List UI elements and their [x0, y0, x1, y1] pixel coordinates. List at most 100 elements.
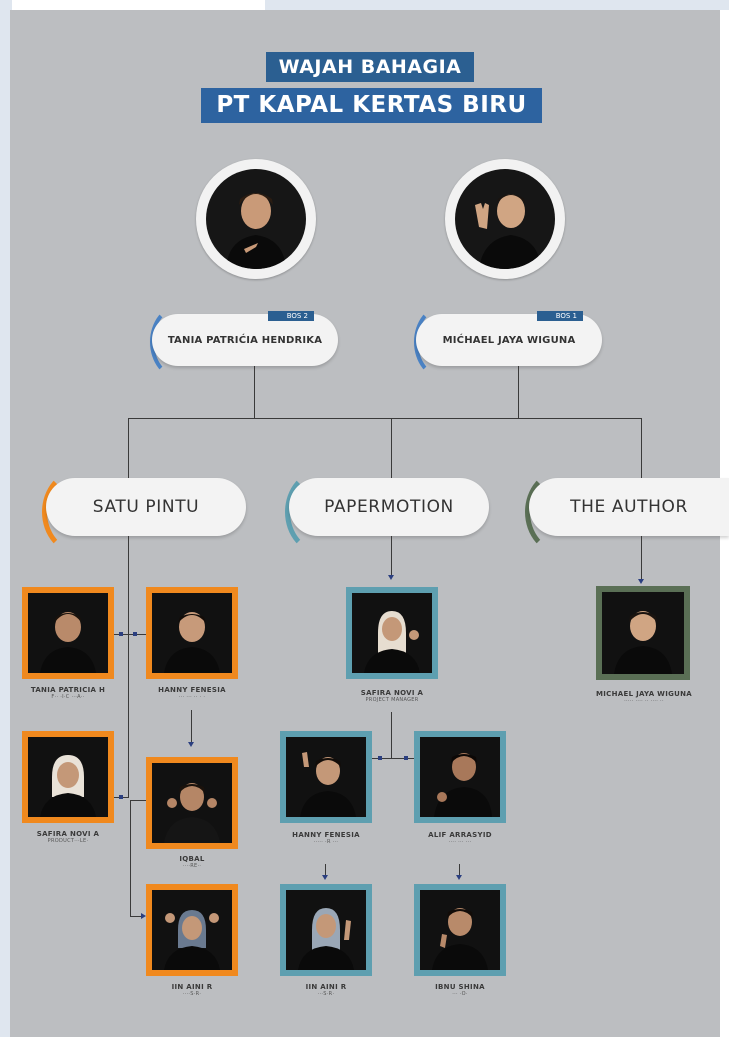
person-silhouette-icon: [364, 611, 420, 673]
arrow-down-icon: [188, 742, 194, 747]
member-name: IIN AINI R: [305, 983, 347, 991]
member-role: ··· ··· ·· · ·: [178, 694, 206, 700]
member-caption: SAFIRA NOVI A PRODUCT···LE·: [10, 830, 126, 844]
poster-title-line1: WAJAH BAHAGIA: [266, 52, 474, 82]
arrow-down-icon: [456, 875, 462, 880]
connector-line: [391, 418, 392, 478]
member-role: ····· ·R ···: [313, 839, 339, 845]
member-name: HANNY FENESIA: [292, 831, 360, 839]
member-name: ALIF ARRASYID: [428, 831, 492, 839]
connector-line: [128, 418, 129, 478]
person-silhouette-icon: [164, 783, 220, 843]
member-photo: [146, 757, 238, 849]
person-silhouette-icon: [300, 752, 356, 817]
person-silhouette-icon: [434, 753, 492, 817]
connector-line: [130, 800, 131, 916]
group-pill-the-author: THE AUTHOR: [529, 478, 729, 536]
member-role: ··· ·O·: [452, 991, 468, 997]
connector-line: [128, 536, 129, 798]
connector-dot: [119, 795, 123, 799]
member-photo: [280, 731, 372, 823]
member-caption: IIN AINI R ···S·R·: [268, 983, 384, 997]
member-caption: HANNY FENESIA ··· ··· ·· · ·: [134, 686, 250, 700]
connector-line: [641, 536, 642, 580]
bg-stripe: [0, 0, 12, 1037]
connector-line: [641, 418, 642, 478]
member-name: MICHAEL JAYA WIGUNA: [596, 690, 692, 698]
member-caption: MICHAEL JAYA WIGUNA ····· ···· ·· ···· ·…: [580, 690, 708, 704]
connector-line: [113, 634, 148, 635]
arrow-down-icon: [388, 575, 394, 580]
member-name: IBNU SHINA: [435, 983, 485, 991]
connector-line: [254, 366, 255, 418]
member-role: F·· ·I·C ···A··: [51, 694, 85, 700]
bg-stripe: [265, 0, 729, 10]
connector-dot: [133, 632, 137, 636]
member-name: HANNY FENESIA: [158, 686, 226, 694]
group-pill-satu-pintu: SATU PINTU: [46, 478, 246, 536]
connector-line: [459, 864, 460, 876]
boss-tag-badge: BOS 1: [537, 311, 583, 321]
member-photo: [596, 586, 690, 680]
group-label: THE AUTHOR: [570, 497, 688, 517]
person-silhouette-icon: [40, 755, 96, 817]
connector-line: [391, 536, 392, 576]
person-silhouette-icon: [40, 612, 96, 673]
member-caption: ALIF ARRASYID ···· ··· ···: [402, 831, 518, 845]
member-role: ····· ···· ·· ···· ··: [624, 698, 664, 704]
member-caption: SAFIRA NOVI A PROJECT MANAGER: [334, 689, 450, 703]
member-caption: TANIA PATRICIA H F·· ·I·C ···A··: [10, 686, 126, 700]
member-role: PRODUCT···LE·: [47, 838, 89, 844]
connector-line: [391, 712, 392, 758]
person-silhouette-icon: [298, 908, 354, 970]
poster-title-line2: PT KAPAL KERTAS BIRU: [201, 88, 542, 123]
connector-dot: [404, 756, 408, 760]
person-silhouette-icon: [164, 910, 220, 970]
member-photo: [414, 884, 506, 976]
arrow-down-icon: [638, 579, 644, 584]
member-photo: [22, 731, 114, 823]
connector-dot: [119, 632, 123, 636]
group-label: PAPERMOTION: [324, 497, 454, 517]
member-role: PROJECT MANAGER: [365, 697, 419, 703]
member-name: IIN AINI R: [171, 983, 213, 991]
member-role: ···S·R·: [317, 991, 335, 997]
connector-line: [325, 864, 326, 876]
connector-line: [128, 418, 641, 419]
connector-dot: [378, 756, 382, 760]
boss-tag-badge: BOS 2: [268, 311, 314, 321]
member-caption: IBNU SHINA ··· ·O·: [402, 983, 518, 997]
person-silhouette-icon: [432, 908, 488, 970]
connector-line: [372, 758, 414, 759]
arrow-right-icon: [141, 913, 146, 919]
member-photo: [280, 884, 372, 976]
member-photo: [22, 587, 114, 679]
member-caption: IIN AINI R ····S·R·: [134, 983, 250, 997]
connector-line: [130, 916, 142, 917]
boss-portrait-michael: [445, 159, 565, 279]
boss-portrait-tania: [196, 159, 316, 279]
person-silhouette-icon: [226, 193, 286, 269]
member-photo: [346, 587, 438, 679]
member-role: ···· ··· ···: [448, 839, 472, 845]
member-photo: [146, 587, 238, 679]
member-role: ····S·R·: [182, 991, 202, 997]
member-photo: [414, 731, 506, 823]
person-silhouette-icon: [614, 611, 672, 674]
connector-line: [130, 800, 146, 801]
boss-name-pill: TANIA PATRIĆIA HENDRIKA: [152, 314, 338, 366]
member-caption: IQBAL ····RE··: [134, 855, 250, 869]
boss-name: MIĆHAEL JAYA WIGUNA: [442, 334, 576, 346]
group-label: SATU PINTU: [92, 497, 200, 517]
group-pill-papermotion: PAPERMOTION: [289, 478, 489, 536]
member-photo: [146, 884, 238, 976]
person-silhouette-icon: [164, 612, 220, 673]
member-name: IQBAL: [179, 855, 205, 863]
boss-name: TANIA PATRIĆIA HENDRIKA: [167, 334, 323, 346]
group-pill-accent: [285, 469, 359, 555]
group-pill-accent: [525, 469, 599, 555]
member-role: ····RE··: [182, 863, 202, 869]
member-name: SAFIRA NOVI A: [360, 689, 424, 697]
connector-line: [191, 710, 192, 744]
